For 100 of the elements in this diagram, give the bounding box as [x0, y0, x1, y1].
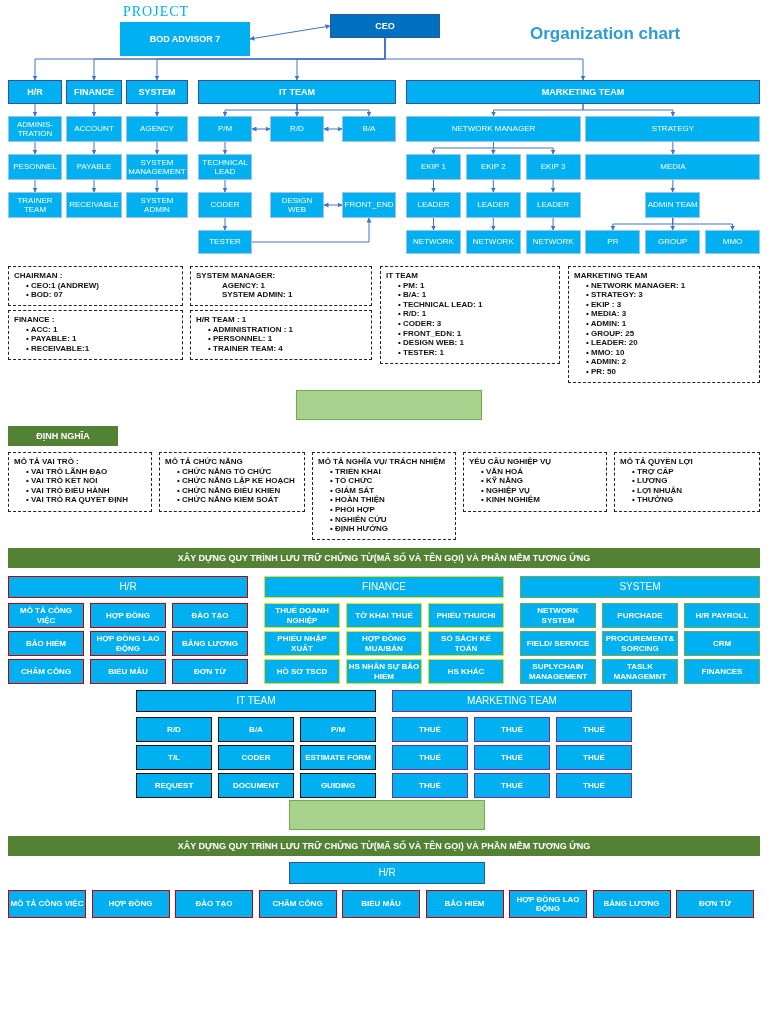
category-box: PROCUREMENT& SORCING: [602, 631, 678, 656]
department-box: SYSTEM: [126, 80, 188, 104]
org-box: EKIP 2: [465, 154, 521, 180]
category-box: THUẾ: [392, 745, 468, 770]
list-item: • CODER: 3: [397, 318, 443, 329]
list-item: • GROUP: 25: [585, 328, 636, 339]
org-box: BOD ADVISOR 7: [120, 22, 250, 56]
category-box: FINANCES: [684, 659, 760, 684]
category-box: BẢO HIỂM: [8, 631, 84, 656]
header-box: MARKETING TEAM: [392, 690, 632, 712]
list-item: • ĐỊNH HƯỚNG: [329, 524, 390, 534]
list-item: AGENCY: 1: [221, 280, 266, 291]
list-item: • CHỨC NĂNG LẬP KẾ HOẠCH: [176, 476, 296, 486]
note-box: [190, 310, 372, 360]
category-box: ESTIMATE FORM: [300, 745, 376, 770]
category-box: SUPLYCHAIN MANAGEMENT: [520, 659, 596, 684]
list-item: • LỢI NHUẬN: [631, 485, 684, 496]
note-heading: H/R TEAM : 1: [196, 315, 248, 325]
org-box: FRONT_END: [342, 192, 396, 218]
note-heading: YÊU CẦU NGHIỆP VỤ: [469, 457, 553, 467]
org-box: EKIP 3: [525, 154, 581, 180]
arrow: [32, 179, 38, 193]
list-item: • NETWORK MANAGER: 1: [585, 280, 687, 291]
section-tag: ĐỊNH NGHĨA: [8, 426, 118, 446]
arrow: [384, 37, 586, 81]
list-item: • PR: 50: [585, 366, 617, 377]
note-box: [190, 266, 372, 306]
arrow: [431, 217, 436, 231]
arrow: [490, 179, 496, 193]
category-box: THUẾ: [556, 773, 632, 798]
note-box: [8, 310, 183, 360]
list-item: • B/A: 1: [397, 290, 428, 300]
arrow: [550, 217, 556, 231]
list-item: • PAYABLE: 1: [25, 334, 78, 344]
org-box: ACCOUNT: [66, 116, 122, 142]
org-box: LEADER: [406, 192, 461, 218]
org-box: TESTER: [198, 230, 252, 254]
category-box: BẢNG LƯƠNG: [592, 890, 671, 918]
org-box: SYSTEM ADMIN: [126, 192, 188, 218]
org-box: STRATEGY: [585, 116, 761, 142]
org-box: P/M: [198, 116, 252, 142]
category-box: T/L: [136, 745, 212, 770]
org-box: CEO: [330, 14, 440, 38]
category-box: THUẾ: [474, 745, 550, 770]
list-item: • TRAINER TEAM: 4: [207, 343, 284, 354]
list-item: • PERSONNEL: 1: [207, 334, 274, 344]
list-item: • PHỐI HỢP: [329, 504, 376, 515]
note-box: [568, 266, 760, 383]
arrow: [672, 217, 735, 231]
note-heading: FINANCE :: [14, 315, 56, 325]
category-box: CHẤM CÔNG: [258, 890, 337, 918]
list-item: • NGHIỆP VỤ: [480, 485, 531, 496]
category-box: BẢO HIỂM: [425, 890, 504, 918]
list-item: • VAI TRÒ ĐIỀU HÀNH: [25, 485, 111, 495]
list-item: • RECEIVABLE:1: [25, 343, 91, 354]
list-item: • FRONT_EDN: 1: [397, 328, 463, 339]
header-box: H/R: [289, 862, 485, 884]
department-box: FINANCE: [66, 80, 122, 104]
category-box: DOCUMENT: [218, 773, 294, 798]
arrow: [222, 179, 228, 193]
list-item: • PM: 1: [397, 280, 426, 291]
arrow: [550, 179, 556, 193]
org-box: TRAINER TEAM: [8, 192, 62, 218]
arrow: [431, 179, 436, 193]
category-box: FIELD/ SERVICE: [520, 631, 596, 656]
org-box: DESIGN WEB: [270, 192, 324, 218]
category-box: GUIDING: [300, 773, 376, 798]
arrow: [251, 126, 271, 132]
org-box: ADMINIS- TRATION: [8, 116, 62, 142]
category-box: ĐƠN TỪ: [172, 659, 248, 684]
category-box: HỒ SƠ TSCD: [264, 659, 340, 684]
list-item: • VAI TRÒ RA QUYẾT ĐỊNH: [25, 495, 129, 505]
arrow: [323, 202, 343, 208]
category-box: HỢP ĐỒNG MUA/BÁN: [346, 631, 422, 656]
note-heading: SYSTEM MANAGER:: [196, 271, 277, 281]
arrow: [323, 126, 343, 132]
section-banner: XÂY DỰNG QUY TRÌNH LƯU TRỮ CHỨNG TỪ(MÃ SỐ VÀ TÊN GỌI) VÀ PHẦN MỀM TƯƠNG ỨNG: [8, 836, 760, 856]
note-box: [8, 452, 152, 512]
note-heading: MÔ TẢ CHỨC NĂNG: [165, 457, 244, 467]
department-box: IT TEAM: [198, 80, 396, 104]
org-box: LEADER: [465, 192, 521, 218]
list-item: • ADMINISTRATION : 1: [207, 324, 295, 335]
note-heading: MARKETING TEAM: [574, 271, 649, 281]
list-item: • ADMIN: 1: [585, 318, 628, 329]
category-box: BẢNG LƯƠNG: [172, 631, 248, 656]
list-item: • VĂN HOÁ: [480, 466, 524, 476]
list-item: • KỸ NĂNG: [480, 476, 524, 486]
header-box: H/R: [8, 576, 248, 598]
list-item: • TRIỂN KHAI: [329, 466, 382, 476]
org-box: NETWORK: [406, 230, 461, 254]
arrow: [296, 103, 372, 117]
list-item: • MMO: 10: [585, 347, 626, 358]
list-item: • TỔ CHỨC: [329, 476, 374, 486]
list-item: • STRATEGY: 3: [585, 290, 644, 300]
list-item: • CHỨC NĂNG TỔ CHỨC: [176, 466, 273, 476]
header-box: IT TEAM: [136, 690, 376, 712]
category-box: R/D: [136, 717, 212, 742]
header-box: SYSTEM: [520, 576, 760, 598]
list-item: • GIÁM SÁT: [329, 485, 376, 495]
list-item: SYSTEM ADMIN: 1: [221, 290, 294, 300]
